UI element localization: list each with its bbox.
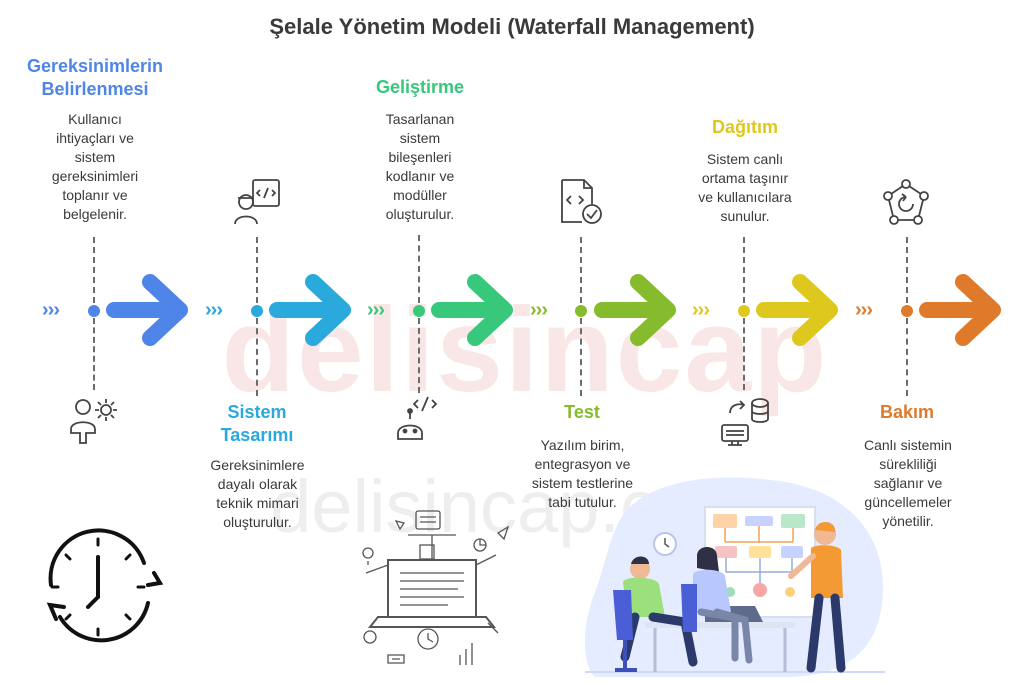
desc-line: Tasarlanan (385, 111, 455, 127)
stage-title-line: Belirlenmesi (41, 79, 149, 99)
arrow-development (431, 274, 513, 346)
chevrons-development: ››› (367, 299, 385, 321)
team-meeting-illustration (584, 477, 885, 677)
connector-development-bottom (418, 318, 420, 393)
stage-desc-design: Gereksinimlere dayalı olarak teknik mima… (185, 456, 330, 532)
page-title: Şelale Yönetim Modeli (Waterfall Managem… (269, 14, 755, 39)
desc-line: kodlanır ve (385, 168, 455, 184)
stage-title-deployment: Dağıtım (675, 116, 815, 139)
desc-line: ortama taşınır (701, 170, 789, 186)
connector-development-top (418, 235, 420, 303)
stage-title-line: Dağıtım (711, 117, 778, 137)
desc-line: güncellemeler (864, 494, 952, 510)
connector-deployment-top (743, 237, 745, 303)
chevrons-requirements: ››› (42, 299, 60, 321)
stage-desc-test: Yazılım birim, entegrasyon ve sistem tes… (505, 436, 660, 512)
stage-title-development: Geliştirme (345, 76, 495, 99)
chevrons-deployment: ››› (692, 299, 710, 321)
desc-line: sürekliliği (879, 456, 937, 472)
stage-title-design: Sistem Tasarımı (187, 401, 327, 447)
robot-code-icon (397, 396, 438, 440)
node-deployment (738, 305, 750, 317)
stage-title-line: Sistem (227, 402, 287, 422)
node-maintenance (901, 305, 913, 317)
developer-code-icon (234, 179, 280, 225)
chevrons-maintenance: ››› (855, 299, 873, 321)
server-database-icon (721, 398, 769, 446)
code-check-icon (561, 179, 602, 224)
desc-line: sistem testlerine (531, 475, 634, 491)
desc-line: tabi tutulur. (548, 494, 617, 510)
stage-desc-development: Tasarlanan sistem bileşenleri kodlanır v… (350, 110, 490, 224)
stage-desc-requirements: Kullanıcı ihtiyaçları ve sistem gereksin… (30, 110, 160, 224)
desc-line: Gereksinimlere (210, 457, 305, 473)
arrow-deployment (756, 274, 838, 346)
node-test (575, 305, 587, 317)
stage-desc-deployment: Sistem canlı ortama taşınır ve kullanıcı… (670, 150, 820, 226)
arrow-design (269, 274, 351, 346)
stage-title-requirements: Gereksinimlerin Belirlenmesi (10, 55, 180, 101)
maintenance-cycle-icon (883, 179, 929, 225)
chevrons-design: ››› (205, 299, 223, 321)
connector-requirements-bottom (93, 318, 95, 390)
desc-line: teknik mimari (216, 495, 299, 511)
desc-line: sistem (74, 149, 116, 165)
desc-line: yönetilir. (882, 513, 934, 529)
connector-maintenance-bottom (906, 318, 908, 396)
connector-design-top (256, 237, 258, 303)
desc-line: ihtiyaçları ve (56, 130, 134, 146)
connector-test-bottom (580, 318, 582, 396)
desc-line: oluşturulur. (385, 206, 455, 222)
connector-deployment-bottom (743, 318, 745, 390)
desc-line: sistem (399, 130, 441, 146)
desc-line: sağlanır ve (873, 475, 943, 491)
desc-line: Yazılım birim, (540, 437, 625, 453)
node-design (251, 305, 263, 317)
stage-title-line: Test (564, 402, 600, 422)
arrow-test (594, 274, 676, 346)
workflow-laptop-illustration (362, 510, 510, 665)
desc-line: sunulur. (720, 208, 770, 224)
arrow-maintenance (919, 274, 1001, 346)
stage-title-line: Gereksinimlerin (26, 56, 164, 76)
desc-line: belgelenir. (63, 206, 127, 222)
stage-title-line: Geliştirme (375, 77, 465, 97)
connector-requirements-top (93, 237, 95, 303)
stage-title-line: Tasarımı (220, 425, 294, 445)
desc-line: dayalı olarak (217, 476, 298, 492)
connector-test-top (580, 237, 582, 303)
desc-line: Sistem canlı (706, 151, 784, 167)
desc-line: Kullanıcı (68, 111, 122, 127)
node-requirements (88, 305, 100, 317)
chevrons-test: ››› (530, 299, 548, 321)
clock-icon (46, 528, 164, 643)
desc-line: Canlı sistemin (864, 437, 952, 453)
desc-line: entegrasyon ve (534, 456, 631, 472)
user-gear-icon (70, 399, 117, 444)
stage-title-line: Bakım (879, 402, 935, 422)
desc-line: bileşenleri (388, 149, 452, 165)
desc-line: ve kullanıcılara (698, 189, 792, 205)
connector-maintenance-top (906, 237, 908, 303)
desc-line: oluşturulur. (223, 514, 292, 530)
arrow-requirements (106, 274, 188, 346)
stage-title-test: Test (522, 401, 642, 424)
node-development (413, 305, 425, 317)
desc-line: modüller (393, 187, 447, 203)
desc-line: gereksinimleri (51, 168, 139, 184)
stage-desc-maintenance: Canlı sistemin sürekliliği sağlanır ve g… (833, 436, 983, 531)
desc-line: toplanır ve (62, 187, 128, 203)
connector-design-bottom (256, 318, 258, 396)
stage-title-maintenance: Bakım (847, 401, 967, 424)
